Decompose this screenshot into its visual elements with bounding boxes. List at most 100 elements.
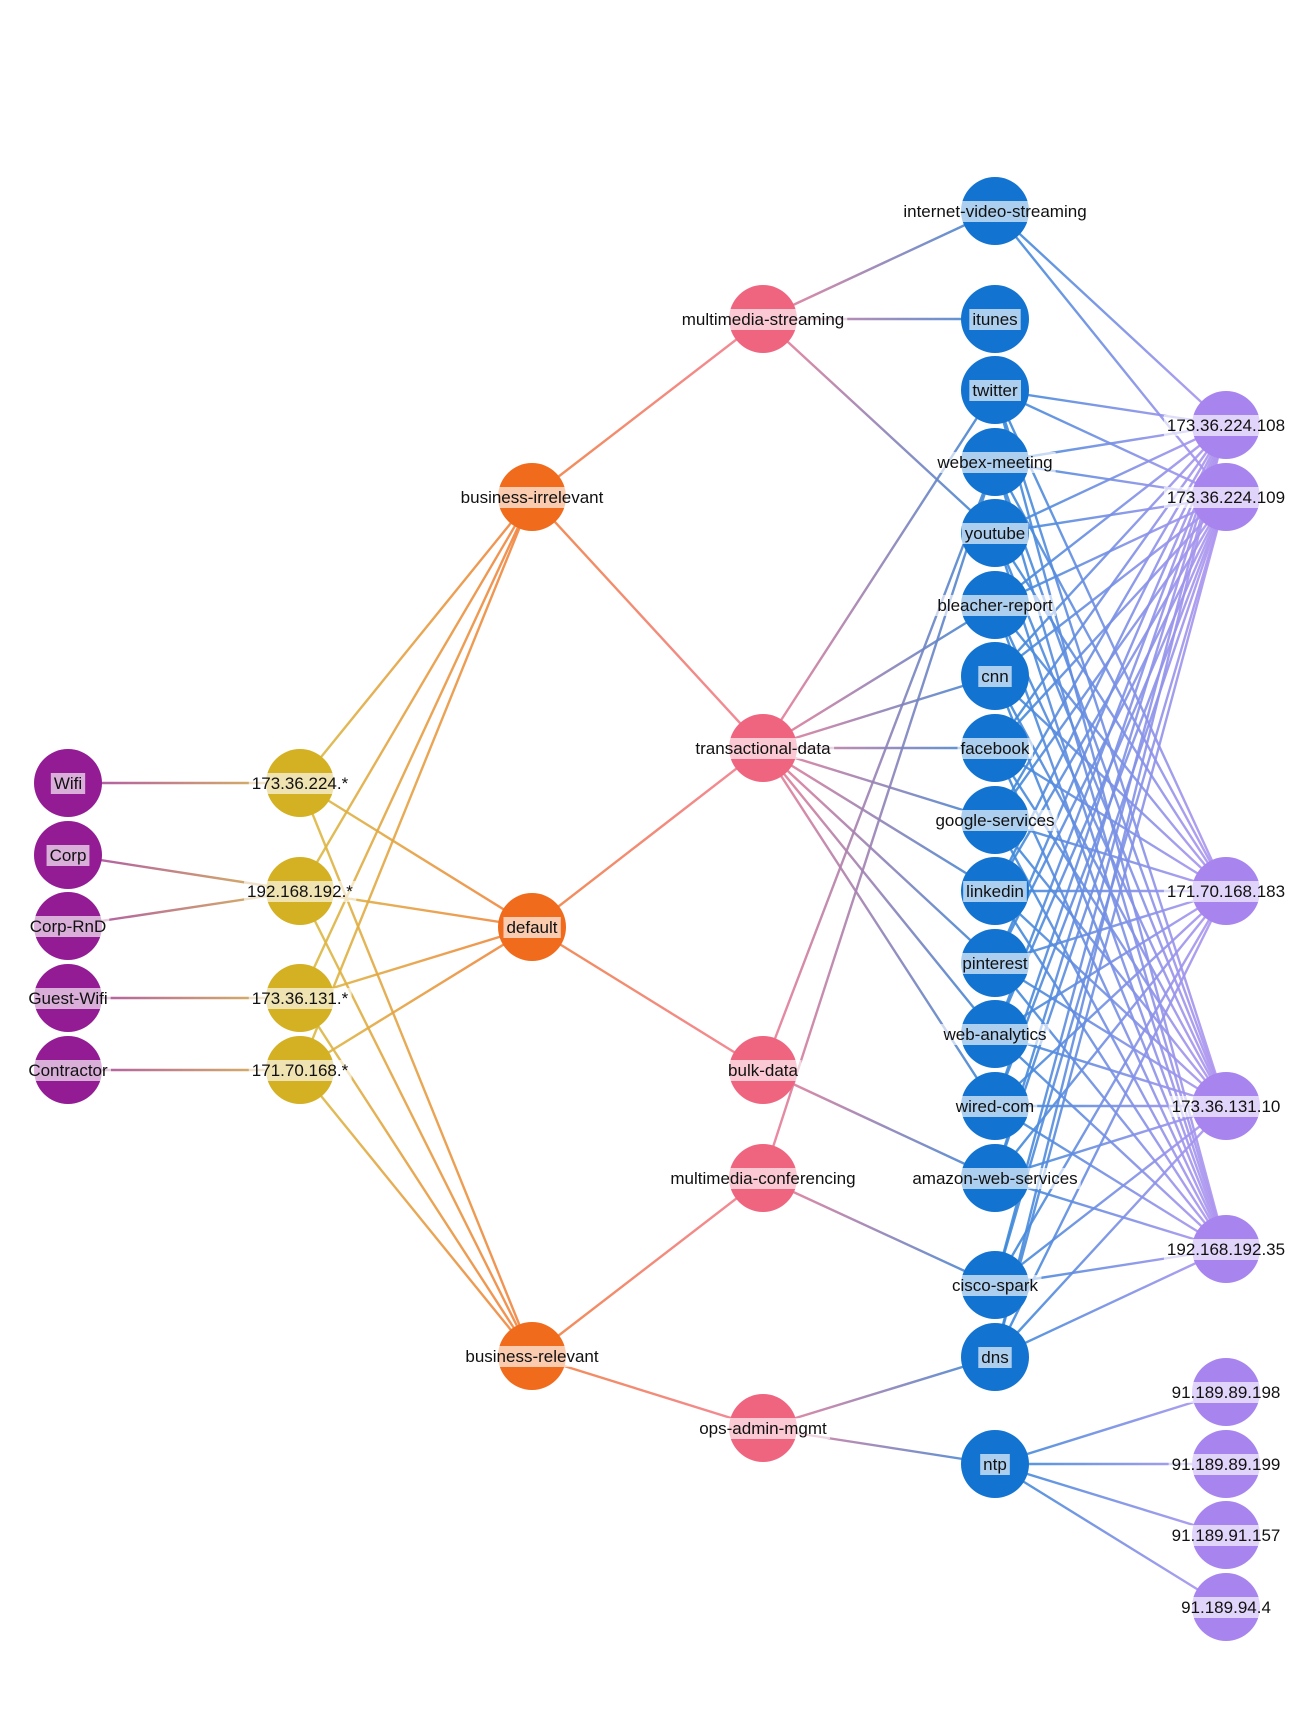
node-label-s-173-36-131: 173.36.131.*	[252, 989, 349, 1008]
node-label-bg	[462, 1346, 602, 1367]
node-facebook[interactable]: facebook	[957, 714, 1033, 782]
node-ip-192-168-192-35[interactable]: 192.168.192.35	[1163, 1215, 1289, 1283]
edge-ops-admin-mgmt-to-dns	[762, 1355, 996, 1430]
node-label-bulk-data: bulk-data	[728, 1061, 798, 1080]
node-label-bleacher-report: bleacher-report	[937, 596, 1053, 615]
edge-s-173-36-131-to-default	[299, 925, 533, 1000]
node-label-s-192-168-192: 192.168.192.*	[247, 882, 353, 901]
node-ntp[interactable]: ntp	[961, 1430, 1029, 1498]
node-label-bg	[932, 810, 1058, 831]
edge-transactional-data-to-cnn	[762, 674, 996, 750]
node-s-192-168-192[interactable]: 192.168.192.*	[244, 857, 357, 925]
node-label-ip-173-36-224-109: 173.36.224.109	[1167, 488, 1285, 507]
node-label-ops-admin-mgmt: ops-admin-mgmt	[699, 1419, 827, 1438]
node-multimedia-conferencing[interactable]: multimedia-conferencing	[667, 1144, 859, 1212]
node-label-bg	[50, 773, 86, 794]
node-youtube[interactable]: youtube	[961, 499, 1029, 567]
node-web-analytics[interactable]: web-analytics	[939, 1000, 1050, 1068]
edge-business-irrelevant-to-multimedia-streaming	[531, 318, 764, 498]
node-label-ip-192-168-192-35: 192.168.192.35	[1167, 1240, 1285, 1259]
node-corp-rnd[interactable]: Corp-RnD	[26, 892, 110, 960]
node-business-relevant[interactable]: business-relevant	[462, 1322, 602, 1390]
node-s-173-36-131[interactable]: 173.36.131.*	[248, 964, 352, 1032]
edge-webex-meeting-to-ip-171-70-168-183	[993, 461, 1228, 892]
edge-facebook-to-ip-173-36-224-108	[994, 424, 1227, 749]
edge-bulk-data-to-amazon-web-services	[762, 1068, 996, 1180]
node-ip-91-189-89-199[interactable]: 91.189.89.199	[1168, 1430, 1284, 1498]
node-label-bg	[26, 916, 110, 937]
edge-s-173-36-224-to-business-irrelevant	[299, 496, 533, 784]
node-cisco-spark[interactable]: cisco-spark	[949, 1251, 1042, 1319]
edge-ntp-to-ip-91-189-89-198	[994, 1390, 1227, 1466]
node-google-services[interactable]: google-services	[932, 786, 1058, 854]
node-internet-video-streaming[interactable]: internet-video-streaming	[900, 177, 1090, 245]
node-label-bg	[696, 1418, 831, 1439]
node-ip-91-189-94-4[interactable]: 91.189.94.4	[1178, 1573, 1274, 1641]
edge-dns-to-ip-173-36-224-108	[993, 424, 1228, 1358]
node-wifi[interactable]: Wifi	[34, 749, 102, 817]
node-guest-wifi[interactable]: Guest-Wifi	[25, 964, 111, 1032]
node-label-bg	[1168, 1454, 1284, 1475]
node-dns[interactable]: dns	[961, 1323, 1029, 1391]
node-business-irrelevant[interactable]: business-irrelevant	[457, 463, 607, 531]
node-label-bg	[725, 1060, 802, 1081]
edge-amazon-web-services-to-ip-173-36-131-10	[994, 1104, 1227, 1180]
node-contractor[interactable]: Contractor	[25, 1036, 112, 1104]
node-label-multimedia-streaming: multimedia-streaming	[682, 310, 845, 329]
node-corp[interactable]: Corp	[34, 821, 102, 889]
edge-s-171-70-168-to-default	[299, 925, 533, 1072]
edge-s-173-36-131-to-business-relevant	[298, 997, 534, 1357]
edge-facebook-to-ip-171-70-168-183	[994, 746, 1227, 893]
node-ip-91-189-91-157[interactable]: 91.189.91.157	[1168, 1501, 1284, 1569]
node-twitter[interactable]: twitter	[961, 356, 1029, 424]
node-label-ntp: ntp	[983, 1455, 1007, 1474]
node-ip-91-189-89-198[interactable]: 91.189.89.198	[1168, 1358, 1284, 1426]
node-ip-171-70-168-183[interactable]: 171.70.168.183	[1163, 857, 1289, 925]
node-label-bg	[1163, 487, 1289, 508]
node-label-pinterest: pinterest	[962, 954, 1027, 973]
node-bleacher-report[interactable]: bleacher-report	[934, 571, 1056, 639]
node-default[interactable]: default	[498, 893, 566, 961]
edge-multimedia-streaming-to-youtube	[762, 318, 996, 534]
node-multimedia-streaming[interactable]: multimedia-streaming	[678, 285, 848, 353]
node-label-bg	[949, 1275, 1042, 1296]
node-webex-meeting[interactable]: webex-meeting	[933, 428, 1056, 496]
node-ip-173-36-224-109[interactable]: 173.36.224.109	[1163, 463, 1289, 531]
edge-default-to-transactional-data	[531, 747, 764, 928]
node-cnn[interactable]: cnn	[961, 642, 1029, 710]
edge-cisco-spark-to-ip-173-36-131-10	[994, 1105, 1227, 1286]
node-label-bg	[1168, 1525, 1284, 1546]
edge-multimedia-conferencing-to-cisco-spark	[762, 1176, 996, 1287]
node-ip-173-36-131-10[interactable]: 173.36.131.10	[1168, 1072, 1284, 1140]
edge-s-171-70-168-to-business-relevant	[299, 1069, 533, 1357]
node-label-bg	[1163, 881, 1289, 902]
edge-business-relevant-to-ops-admin-mgmt	[531, 1354, 764, 1430]
edge-transactional-data-to-google-services	[762, 746, 996, 822]
edge-s-171-70-168-to-business-irrelevant	[298, 496, 534, 1071]
node-transactional-data[interactable]: transactional-data	[692, 714, 835, 782]
node-ip-173-36-224-108[interactable]: 173.36.224.108	[1163, 391, 1289, 459]
node-label-multimedia-conferencing: multimedia-conferencing	[670, 1169, 855, 1188]
edge-amazon-web-services-to-ip-173-36-224-108	[993, 424, 1228, 1179]
edge-multimedia-conferencing-to-webex-meeting	[761, 461, 997, 1179]
node-label-s-173-36-224: 173.36.224.*	[252, 774, 349, 793]
node-amazon-web-services[interactable]: amazon-web-services	[909, 1144, 1081, 1212]
edge-bulk-data-to-webex-meeting	[761, 461, 997, 1071]
node-label-web-analytics: web-analytics	[943, 1025, 1047, 1044]
node-label-ip-91-189-91-157: 91.189.91.157	[1172, 1526, 1281, 1545]
node-s-171-70-168[interactable]: 171.70.168.*	[248, 1036, 352, 1104]
node-label-bg	[25, 1060, 112, 1081]
node-wired-com[interactable]: wired-com	[951, 1072, 1038, 1140]
node-label-bg	[667, 1168, 859, 1189]
node-s-173-36-224[interactable]: 173.36.224.*	[248, 749, 352, 817]
node-linkedin[interactable]: linkedin	[961, 857, 1029, 925]
node-pinterest[interactable]: pinterest	[959, 929, 1031, 997]
node-label-bg	[933, 452, 1056, 473]
node-bulk-data[interactable]: bulk-data	[725, 1036, 802, 1104]
node-label-bg	[1178, 1597, 1274, 1618]
node-ops-admin-mgmt[interactable]: ops-admin-mgmt	[696, 1394, 831, 1462]
node-label-bg	[248, 988, 352, 1009]
node-itunes[interactable]: itunes	[961, 285, 1029, 353]
edge-dns-to-ip-173-36-224-109	[993, 496, 1228, 1358]
edge-transactional-data-to-web-analytics	[762, 747, 996, 1035]
